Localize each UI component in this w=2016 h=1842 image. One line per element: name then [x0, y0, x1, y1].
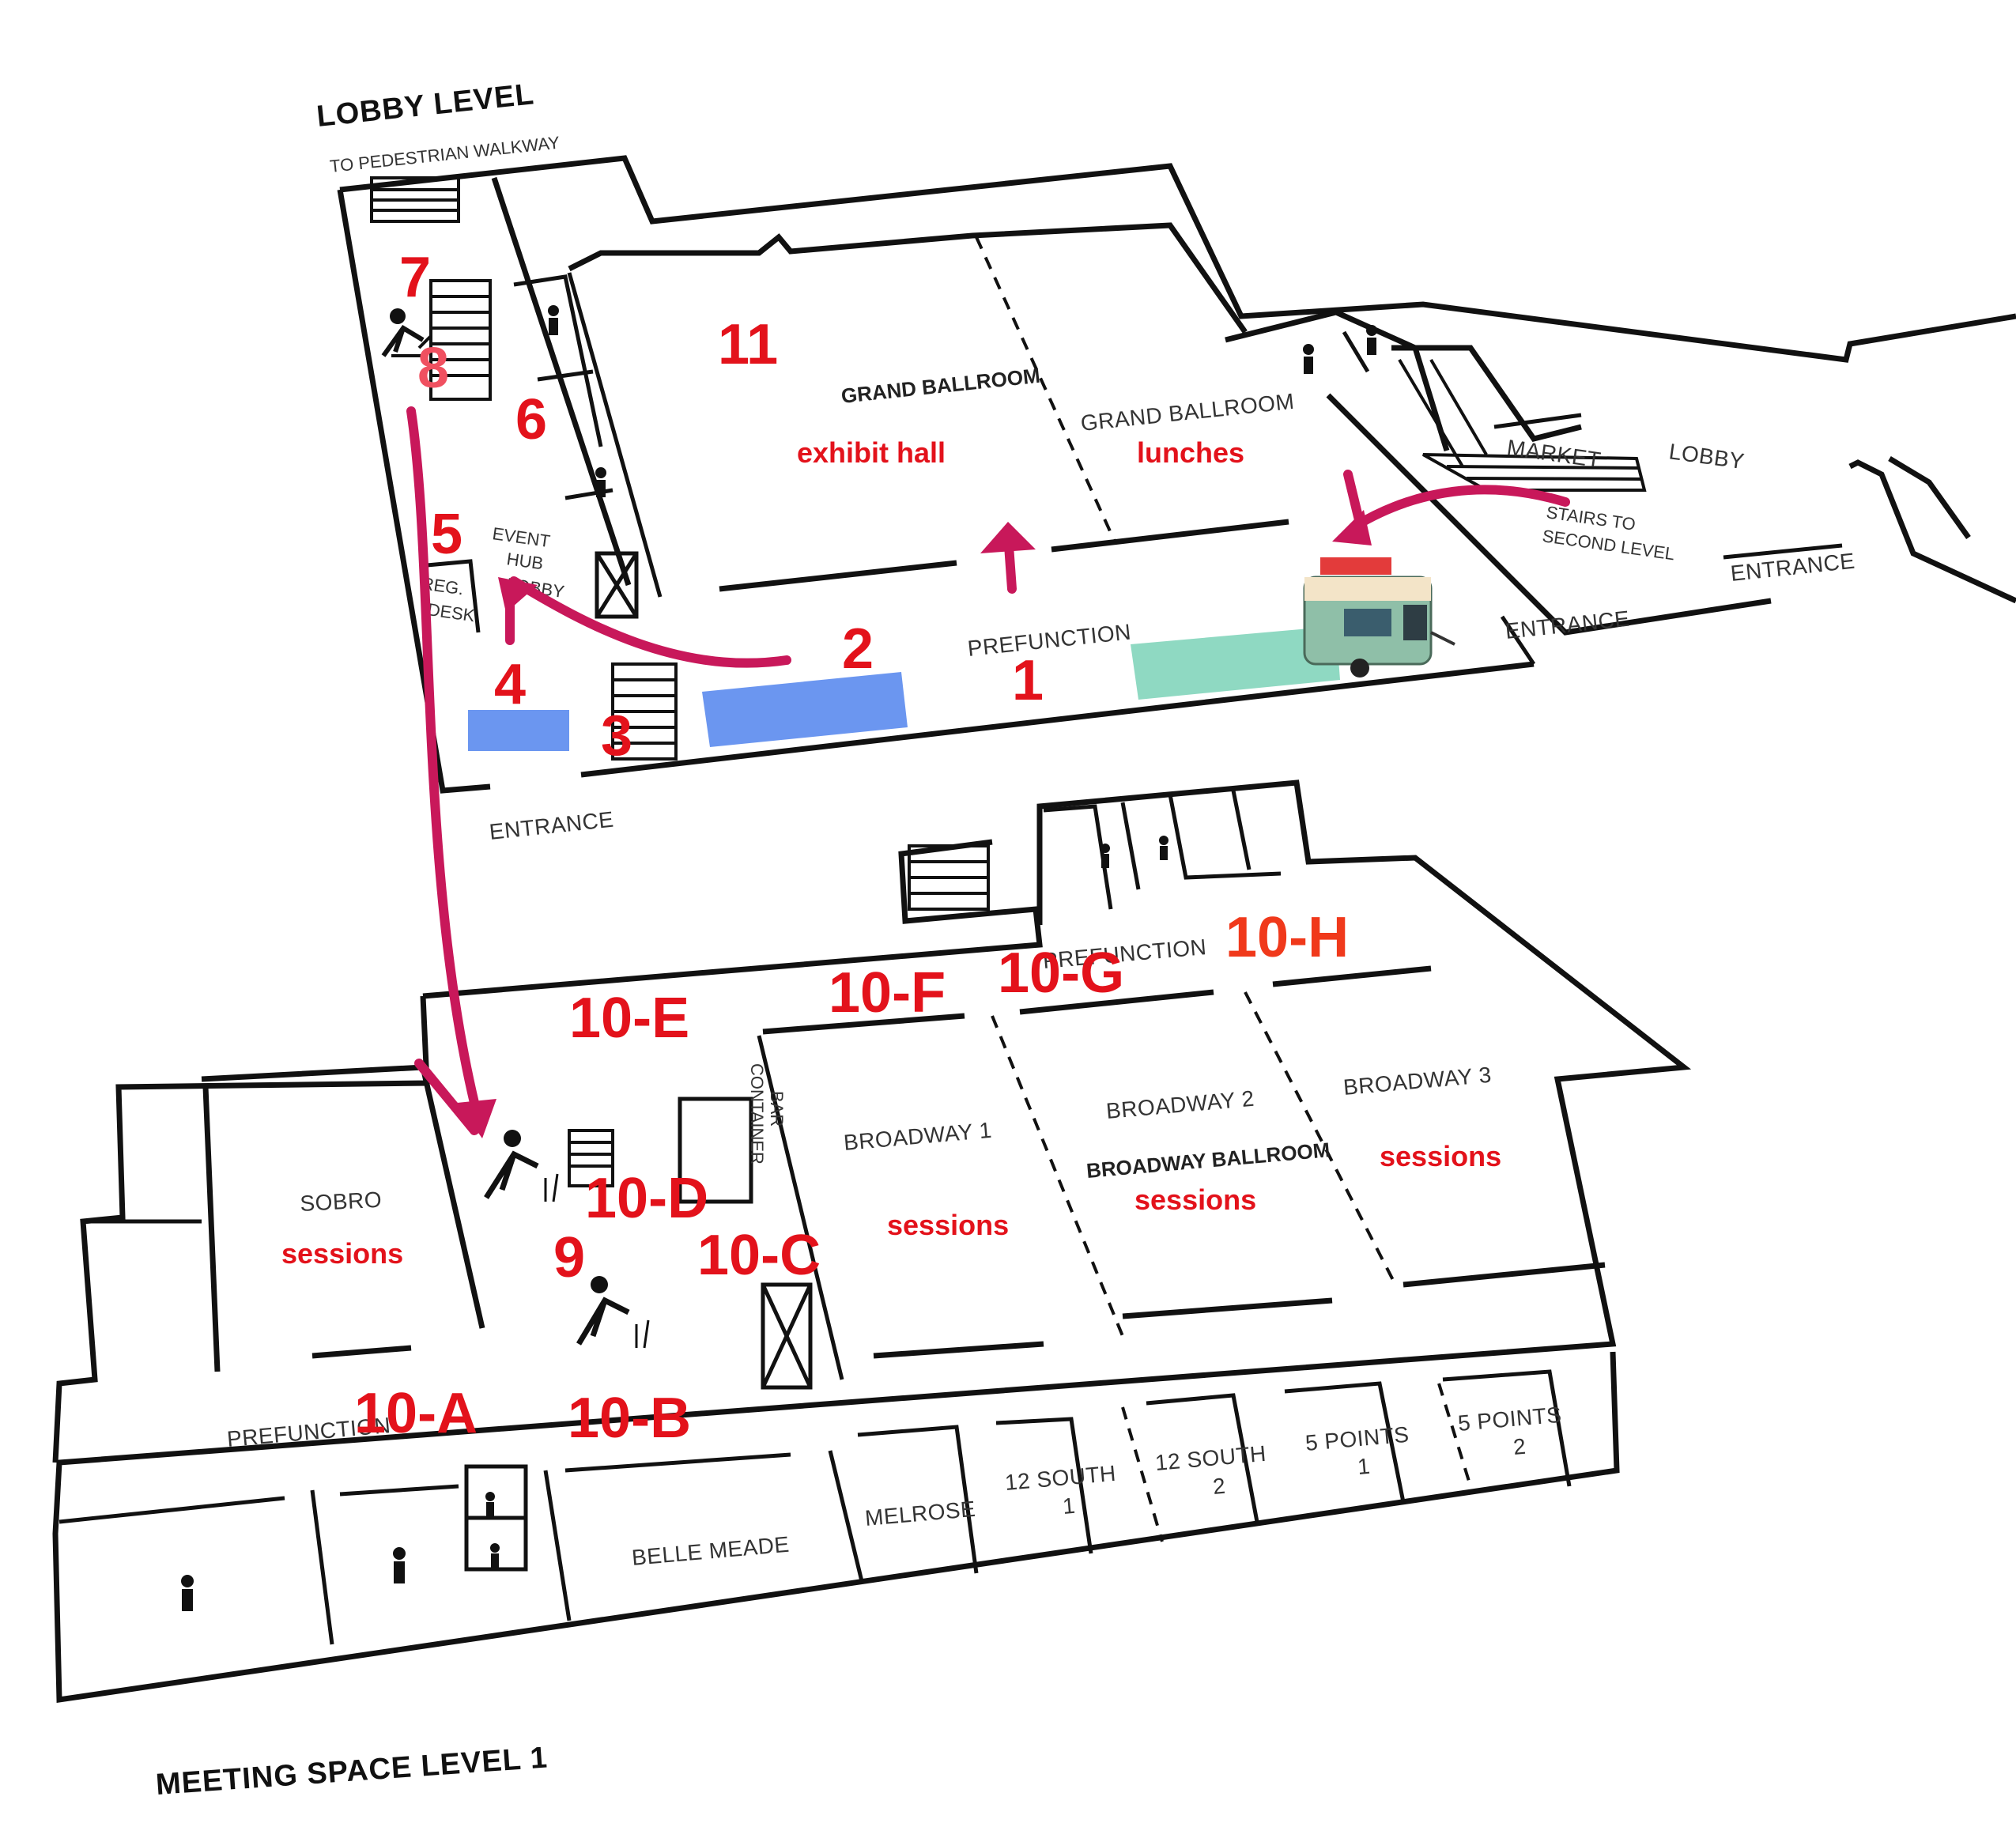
twelve-south-1-label-a: 12 SOUTH [1004, 1461, 1117, 1495]
escalator-icon [576, 1276, 650, 1349]
event-hub-label-2: HUB [505, 549, 544, 573]
container-bar-label-2: BAR [767, 1091, 787, 1127]
marker-11: 11 [718, 313, 778, 376]
restroom-icon [181, 1575, 194, 1611]
marker-5: 5 [431, 503, 462, 566]
food-truck-icon [1303, 557, 1455, 678]
marker-10-b: 10-B [568, 1387, 691, 1450]
marker-10-c: 10-C [697, 1224, 821, 1287]
escalator-icon [381, 308, 432, 357]
broadway-ballroom-label: BROADWAY BALLROOM [1085, 1138, 1331, 1183]
marker-10-a: 10-A [354, 1382, 478, 1445]
marker-3: 3 [601, 704, 632, 768]
restroom-icon [393, 1547, 406, 1583]
grand-ballroom-2-label: GRAND BALLROOM [1079, 389, 1295, 436]
purpose-broadway3-sessions: sessions [1380, 1140, 1501, 1172]
marker-9: 9 [553, 1226, 585, 1289]
restroom-icon [1303, 344, 1314, 374]
marker-10-e: 10-E [569, 987, 689, 1050]
purpose-labels: exhibit hall lunches sessions sessions s… [281, 436, 1501, 1270]
sobro-label: SOBRO [300, 1187, 383, 1216]
restroom-icon [1100, 844, 1110, 868]
marker-10-g: 10-G [998, 942, 1124, 1005]
marker-10-h: 10-H [1225, 906, 1349, 969]
marker-7: 7 [399, 246, 431, 309]
stairs-icon [568, 1129, 614, 1187]
twelve-south-1-label-b: 1 [1062, 1493, 1077, 1519]
stairs-icon [1398, 358, 1647, 492]
melrose-label: MELROSE [864, 1497, 977, 1531]
purpose-broadway2-sessions: sessions [1134, 1183, 1256, 1216]
stairs-to-second-level-line2: SECOND LEVEL [1541, 526, 1676, 564]
purpose-sobro-sessions: sessions [281, 1237, 403, 1270]
marker-8: 8 [417, 337, 449, 400]
five-points-2-label-a: 5 POINTS [1457, 1402, 1563, 1436]
entrance-left-label: ENTRANCE [488, 807, 614, 844]
marker-6: 6 [515, 388, 547, 451]
marker-10-d: 10-D [585, 1167, 708, 1230]
food-area [1131, 626, 1340, 700]
restroom-icon [490, 1543, 500, 1568]
registration-area-4 [468, 710, 569, 751]
marker-2: 2 [842, 617, 874, 681]
purpose-lunches: lunches [1137, 436, 1244, 469]
registration-area-2 [702, 672, 908, 747]
location-markers: 1 2 3 4 5 6 7 8 9 11 10-A 10-B 10-C 10-D… [354, 246, 1349, 1450]
lobby-label: LOBBY [1667, 439, 1746, 474]
stairs-icon [611, 662, 678, 761]
marker-10-f: 10-F [829, 961, 946, 1025]
restroom-icon [485, 1492, 495, 1516]
event-hub-label-1: EVENT [491, 523, 551, 551]
stairs-icon [429, 279, 492, 401]
restroom-icon [1159, 836, 1168, 860]
restroom-icon [548, 305, 559, 335]
reg-desk-label-2: DESK [426, 599, 476, 625]
entrance-mid-label: ENTRANCE [1504, 606, 1630, 644]
container-bar-label-1: CONTAINER [747, 1063, 767, 1164]
grand-ballroom-1-label: GRAND BALLROOM [840, 364, 1041, 408]
broadway-1-label: BROADWAY 1 [843, 1118, 993, 1155]
twelve-south-2-label-b: 2 [1212, 1474, 1227, 1499]
twelve-south-2-label-a: 12 SOUTH [1154, 1441, 1267, 1475]
restroom-icon [1366, 325, 1377, 355]
route-arrows [406, 406, 1570, 1138]
restroom-icon [595, 467, 606, 497]
elevator-icon [761, 1282, 813, 1390]
prefunction-lobby-label: PREFUNCTION [966, 619, 1132, 661]
meeting-level-title: MEETING SPACE LEVEL 1 [155, 1741, 549, 1802]
marker-4: 4 [494, 653, 526, 716]
purpose-broadway1-sessions: sessions [887, 1209, 1009, 1241]
belle-meade-label: BELLE MEADE [631, 1532, 791, 1570]
broadway-3-label: BROADWAY 3 [1342, 1063, 1493, 1100]
five-points-2-label-b: 2 [1512, 1434, 1527, 1459]
lobby-level-title: LOBBY LEVEL [315, 77, 536, 134]
escalator-icon [484, 1130, 559, 1202]
elevator-icon [595, 551, 639, 619]
stairs-icon [908, 844, 990, 911]
purpose-exhibit-hall: exhibit hall [797, 436, 946, 469]
broadway-2-label: BROADWAY 2 [1105, 1086, 1255, 1123]
marker-1: 1 [1012, 649, 1044, 712]
meeting-level: MEETING SPACE LEVEL 1 PREFUNCTION CONTAI… [52, 779, 1692, 1802]
five-points-1-label-b: 1 [1357, 1454, 1372, 1479]
